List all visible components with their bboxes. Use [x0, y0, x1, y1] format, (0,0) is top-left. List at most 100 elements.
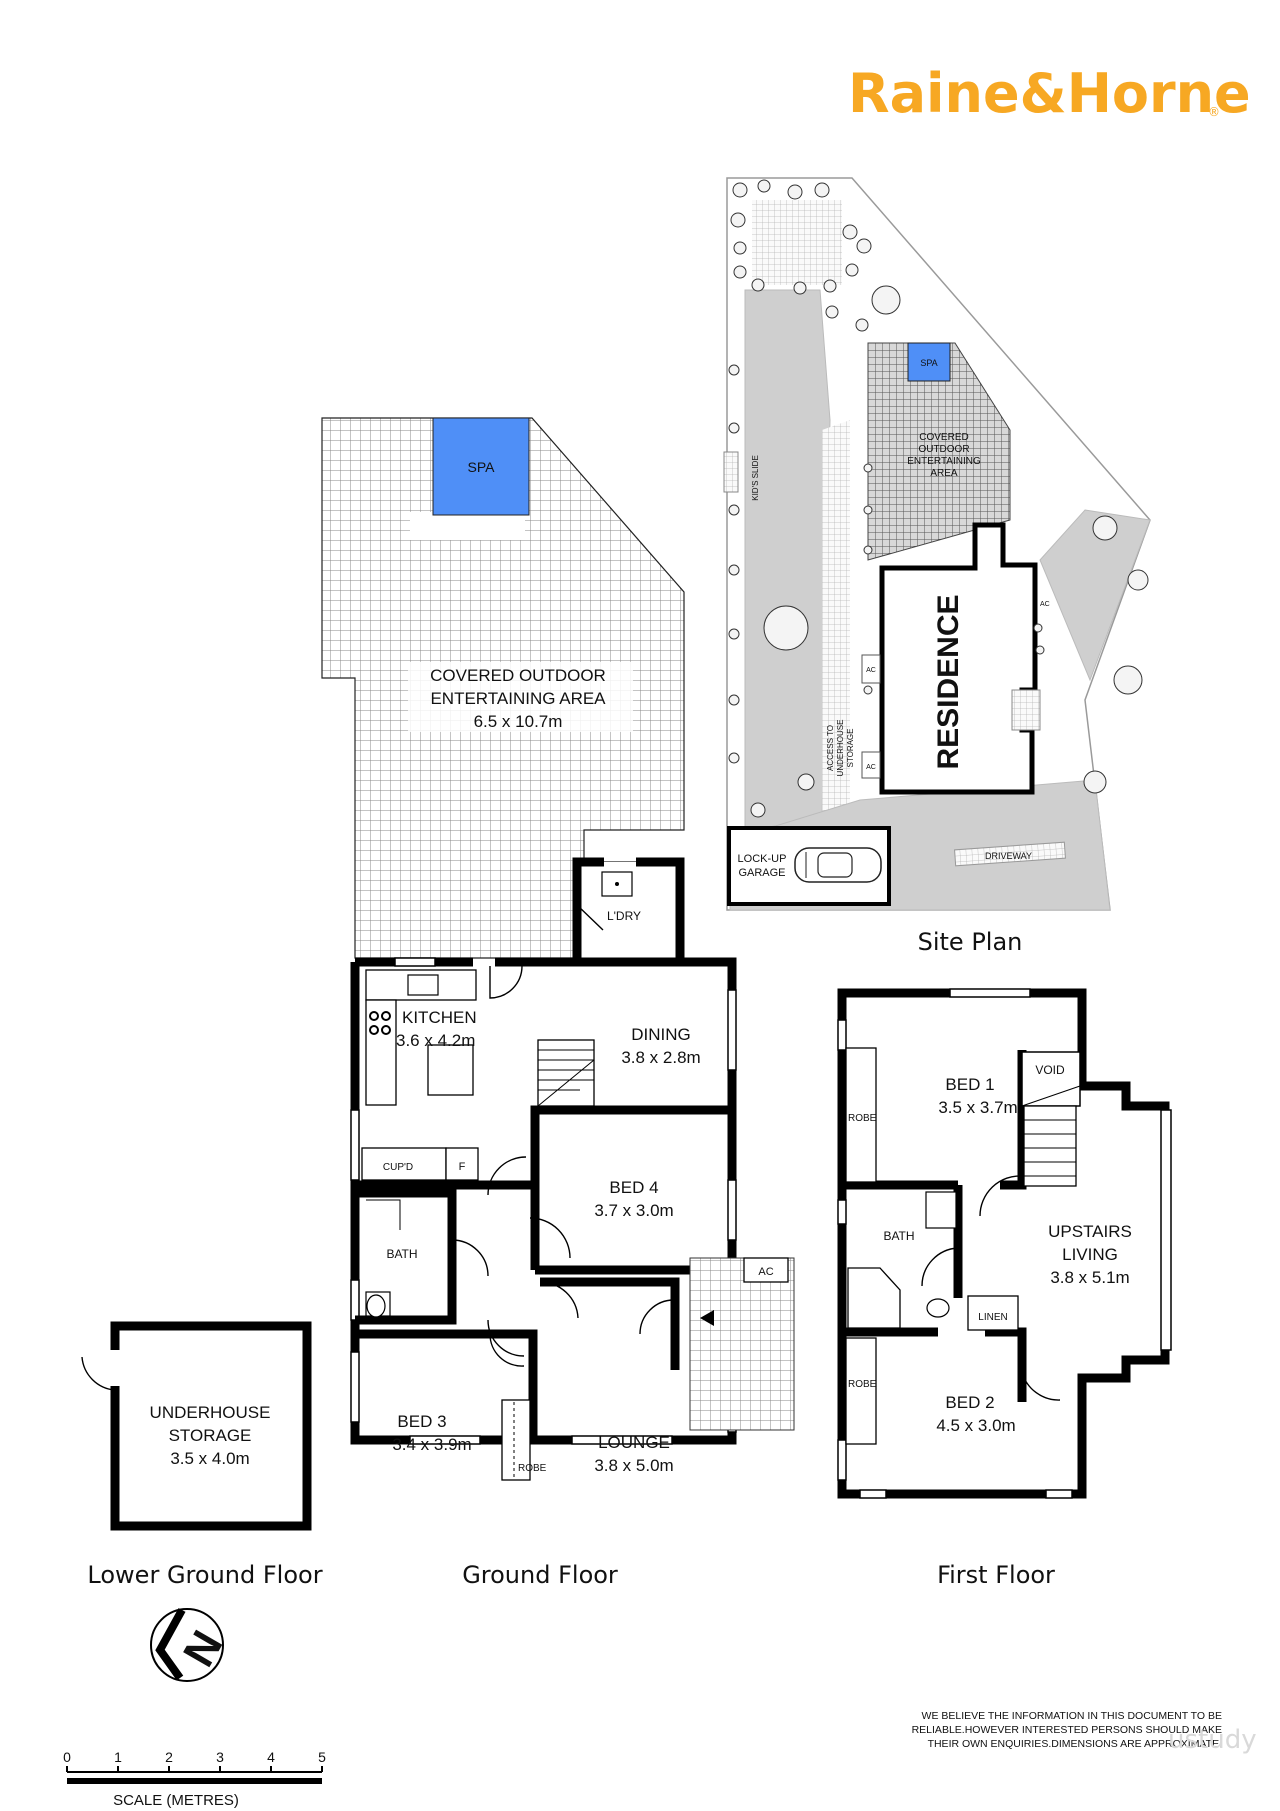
stairs-first [1023, 1105, 1077, 1187]
window [727, 1179, 737, 1241]
living-label-2: LIVING [1062, 1245, 1118, 1264]
disclaimer-line-2: RELIABLE.HOWEVER INTERESTED PERSONS SHOU… [912, 1724, 1222, 1736]
ground-ac-label: AC [758, 1266, 773, 1278]
plant-icon [793, 281, 807, 295]
site-covered-label-1: COVERED [919, 432, 968, 443]
toilet-icon [366, 1294, 386, 1318]
plant-icon [728, 422, 740, 434]
wall-bed2 [842, 1327, 1027, 1402]
window [571, 1435, 673, 1445]
brand-name: Raine&Horne [848, 62, 1251, 125]
fridge [445, 1147, 479, 1181]
first-floor-title: First Floor [937, 1561, 1055, 1589]
lower-ground-title: Lower Ground Floor [87, 1561, 322, 1589]
outdoor-label-2: ENTERTAINING AREA [430, 689, 606, 708]
void-label: VOID [1035, 1063, 1065, 1077]
window [727, 989, 737, 1071]
plant-icon [863, 685, 873, 695]
bed3-dims: 3.4 x 3.9m [392, 1435, 471, 1454]
bed2-robe-label: ROBE [848, 1379, 877, 1390]
access-label-2: UNDERHOUSE [836, 720, 845, 777]
plant-icon [751, 278, 765, 292]
site-spa-label: SPA [920, 358, 937, 368]
site-ac-unit-2 [861, 751, 881, 779]
first-shower [925, 1191, 957, 1229]
plant-icon [871, 285, 901, 315]
bed1-robe-label: ROBE [848, 1113, 877, 1124]
scale-tick-5: 5 [318, 1749, 326, 1765]
cupboard [361, 1147, 447, 1181]
linen-label: LINEN [978, 1312, 1007, 1323]
brand-logo: Raine&Horne ® [848, 62, 1251, 125]
north-compass: N [150, 1608, 232, 1682]
access-label-3: STORAGE [846, 729, 855, 768]
disclaimer-line-1: WE BELIEVE THE INFORMATION IN THIS DOCUM… [922, 1710, 1222, 1722]
plant-icon [863, 463, 873, 473]
driveway-label: DRIVEWAY [985, 851, 1032, 861]
disclaimer-line-3: THEIR OWN ENQUIRIES.DIMENSIONS ARE APPRO… [928, 1738, 1222, 1750]
lounge-door [539, 1281, 579, 1319]
window [350, 1351, 360, 1423]
plant-icon [733, 265, 747, 279]
kitchen-island [427, 1044, 474, 1096]
bed3-label: BED 3 [397, 1412, 446, 1431]
scale-tick-4: 4 [267, 1749, 275, 1765]
access-label-1: ACCESS TO [826, 725, 835, 771]
bed1-dims: 3.5 x 3.7m [938, 1098, 1017, 1117]
kitchen-dims: 3.6 x 4.2m [396, 1031, 475, 1050]
kitchen-label: KITCHEN [402, 1008, 477, 1027]
window [350, 1109, 360, 1181]
first-outer-walls [837, 988, 1170, 1499]
kitchen-sink [407, 974, 439, 996]
plant-icon [1092, 515, 1118, 541]
site-ac-label-3: AC [1040, 601, 1050, 608]
plant-icon [855, 318, 869, 332]
plant-icon [863, 505, 873, 515]
scale-tick-0: 0 [63, 1749, 71, 1765]
window [350, 1279, 360, 1321]
window [394, 957, 436, 967]
watermark: ustudy [1168, 1725, 1257, 1755]
wall-bed3 [355, 1329, 538, 1440]
bed2-robe [845, 1337, 877, 1445]
site-covered-label-4: AREA [930, 468, 958, 479]
plant-icon [728, 628, 740, 640]
void-area [1021, 1051, 1081, 1107]
window [837, 1019, 847, 1051]
first-bath-label: BATH [883, 1229, 914, 1243]
living-dims: 3.8 x 5.1m [1050, 1268, 1129, 1287]
bed2-door-first [1021, 1371, 1061, 1401]
bed2-dims: 4.5 x 3.0m [936, 1416, 1015, 1435]
cooktop-icon [369, 1011, 391, 1035]
kitchen-door [489, 965, 523, 999]
site-ac-label-2: AC [866, 764, 876, 771]
site-plan-title: Site Plan [918, 928, 1023, 956]
ac-unit [743, 1257, 789, 1283]
underhouse-label-2: STORAGE [169, 1426, 252, 1445]
dining-dims: 3.8 x 2.8m [621, 1048, 700, 1067]
plant-icon [823, 279, 837, 293]
plant-icon [733, 241, 747, 255]
bath-door-first [921, 1247, 959, 1287]
window [409, 1435, 481, 1445]
plant-icon [728, 564, 740, 576]
bed3-robe-label: ROBE [518, 1463, 547, 1474]
brand-registered-mark: ® [1208, 105, 1220, 119]
bed3-door [489, 1333, 525, 1367]
laundry-door [576, 904, 604, 931]
plant-icon [750, 802, 766, 818]
car-icon [794, 847, 882, 883]
site-ac-unit-1 [861, 654, 881, 684]
plant-icon [728, 752, 740, 764]
hall-door-2 [451, 1239, 489, 1277]
arrow-icon [700, 1310, 714, 1326]
site-porch [1011, 689, 1041, 731]
outdoor-label-1: COVERED OUTDOOR [430, 666, 606, 685]
linen-cupboard [967, 1295, 1019, 1331]
window [859, 1489, 887, 1499]
laundry-label: L'DRY [607, 909, 641, 923]
window [949, 988, 1031, 998]
site-paving-rear [752, 200, 842, 285]
plant-icon [845, 263, 859, 277]
scale-bar-solid [67, 1778, 322, 1784]
